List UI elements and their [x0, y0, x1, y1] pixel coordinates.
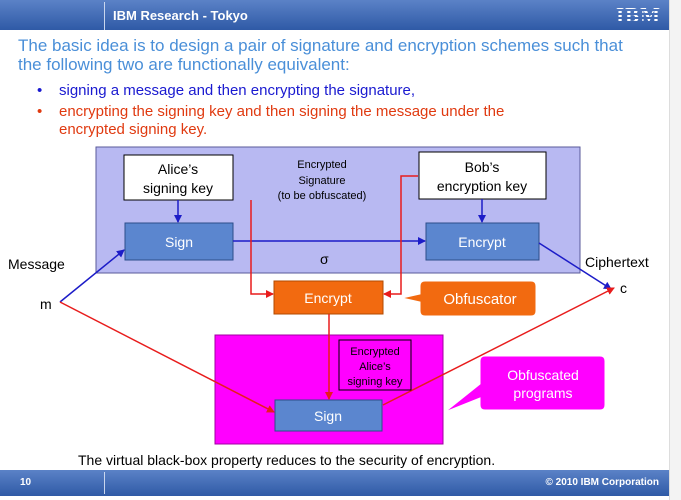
- obfuscator-callout: [401, 280, 537, 317]
- obfuscated-programs-line-1: Obfuscated: [507, 367, 579, 383]
- encrypted-alice-key-line-1: Encrypted: [350, 346, 400, 358]
- alice-key-line-2: signing key: [143, 180, 213, 196]
- arrow-m-to-sign: [59, 249, 125, 303]
- bullet-text: signing a message and then encrypting th…: [59, 82, 416, 99]
- arrow-encrypt-to-c: [538, 242, 612, 290]
- sign-bottom-box: [274, 399, 383, 432]
- alice-signing-key-box: [123, 154, 234, 201]
- sigma-label: σ: [320, 251, 329, 267]
- alice-key-line-1: Alice’s: [158, 161, 198, 177]
- header-bar: IBM Research - Tokyo IBM: [0, 0, 669, 30]
- obfuscated-programs-callout: [444, 355, 606, 413]
- page-number: 10: [20, 477, 32, 488]
- bullet-item-1: • signing a message and then encrypting …: [37, 82, 416, 100]
- c-label: c: [620, 280, 627, 296]
- ibm-logo: IBM: [616, 3, 661, 27]
- ciphertext-label: Ciphertext: [585, 254, 649, 270]
- encrypt-top-box: [425, 222, 540, 261]
- vertical-scrollbar[interactable]: [669, 0, 681, 500]
- obfuscator-label: Obfuscator: [443, 291, 516, 308]
- encrypted-signature-line-2: Signature: [298, 175, 345, 187]
- encrypt-mid-label: Encrypt: [304, 290, 352, 306]
- header-title: IBM Research - Tokyo: [113, 8, 248, 23]
- bob-key-line-2: encryption key: [437, 178, 527, 194]
- sign-top-box: [124, 222, 234, 261]
- bullet-marker: •: [37, 103, 43, 120]
- encrypted-alice-key-line-2: Alice’s: [359, 361, 391, 373]
- arrow-sign-bottom-to-c: [382, 287, 615, 406]
- footer-bar: 10 © 2010 IBM Corporation: [0, 470, 669, 496]
- encrypted-alice-key-box: [338, 339, 412, 391]
- conclusion-text: The virtual black-box property reduces t…: [78, 452, 496, 468]
- arrow-m-to-sign-bottom: [59, 301, 275, 413]
- header-divider: [104, 2, 105, 30]
- bullet-item-2: • encrypting the signing key and then si…: [37, 103, 569, 139]
- bullet-text: encrypting the signing key and then sign…: [59, 103, 505, 138]
- bullet-marker: •: [37, 82, 43, 99]
- sign-top-label: Sign: [165, 234, 193, 250]
- m-label: m: [40, 296, 52, 312]
- encrypted-signature-line-1: Encrypted: [297, 159, 347, 171]
- message-label: Message: [8, 256, 65, 272]
- intro-text: The basic idea is to design a pair of si…: [18, 36, 623, 74]
- bob-key-line-1: Bob’s: [465, 159, 500, 175]
- obfuscated-programs-line-2: programs: [513, 385, 572, 401]
- encrypt-top-label: Encrypt: [458, 234, 506, 250]
- arrow-bob-key-to-encrypt: [383, 175, 418, 298]
- encrypted-alice-key-line-3: signing key: [347, 376, 403, 388]
- encrypted-signature-line-3: (to be obfuscated): [278, 190, 367, 202]
- footer-divider: [104, 472, 105, 494]
- bob-encryption-key-box: [418, 151, 547, 200]
- copyright-text: © 2010 IBM Corporation: [545, 477, 660, 488]
- arrow-alice-key-to-encrypt: [250, 200, 274, 298]
- sign-bottom-label: Sign: [314, 408, 342, 424]
